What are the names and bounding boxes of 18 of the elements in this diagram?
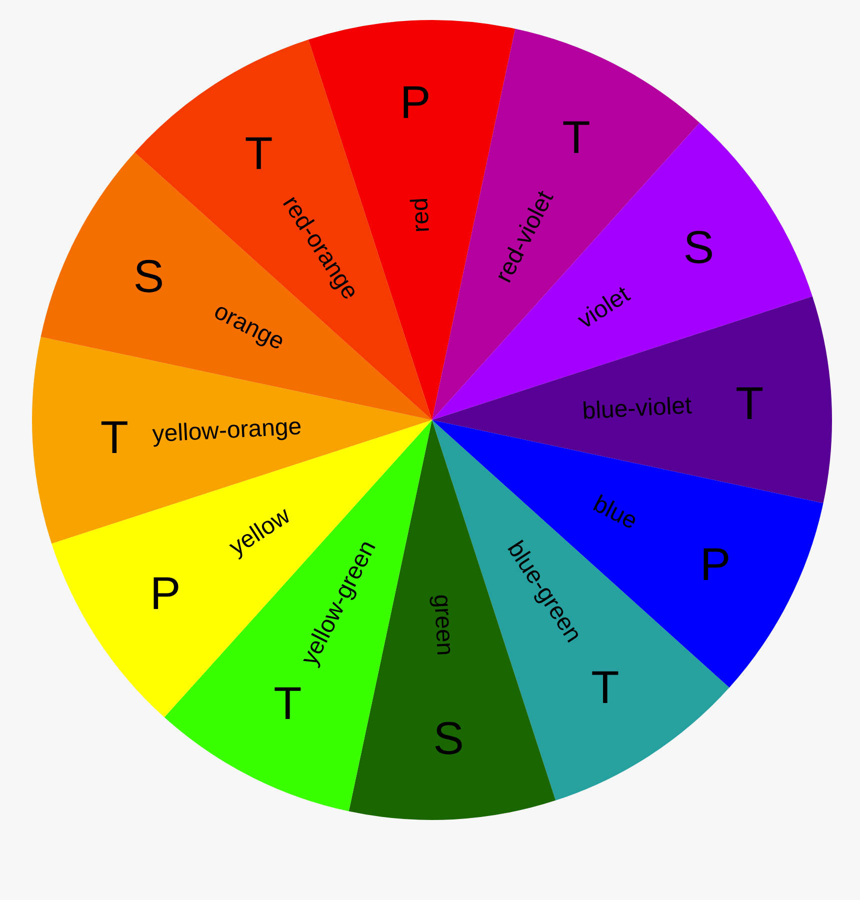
segment-letter: T xyxy=(274,680,302,726)
segment-letter: S xyxy=(683,224,714,270)
color-name: green xyxy=(429,593,456,656)
segment-letter: P xyxy=(400,79,431,126)
color-name: red xyxy=(408,197,434,234)
color-name: yellow-orange xyxy=(152,414,302,447)
segment-letter: T xyxy=(100,414,128,460)
segment-letter: T xyxy=(562,114,590,160)
segment-letter: P xyxy=(700,541,731,588)
color-name: blue-violet xyxy=(581,394,692,424)
segment-letter: T xyxy=(244,130,273,176)
segment-letter: T xyxy=(736,380,764,426)
segment-letter: S xyxy=(133,252,164,299)
segment-letter: P xyxy=(150,570,181,616)
color-name: violet xyxy=(574,283,634,334)
color-name: blue xyxy=(589,492,640,534)
segment-letter: T xyxy=(591,664,620,710)
segment-letter: S xyxy=(433,714,464,761)
